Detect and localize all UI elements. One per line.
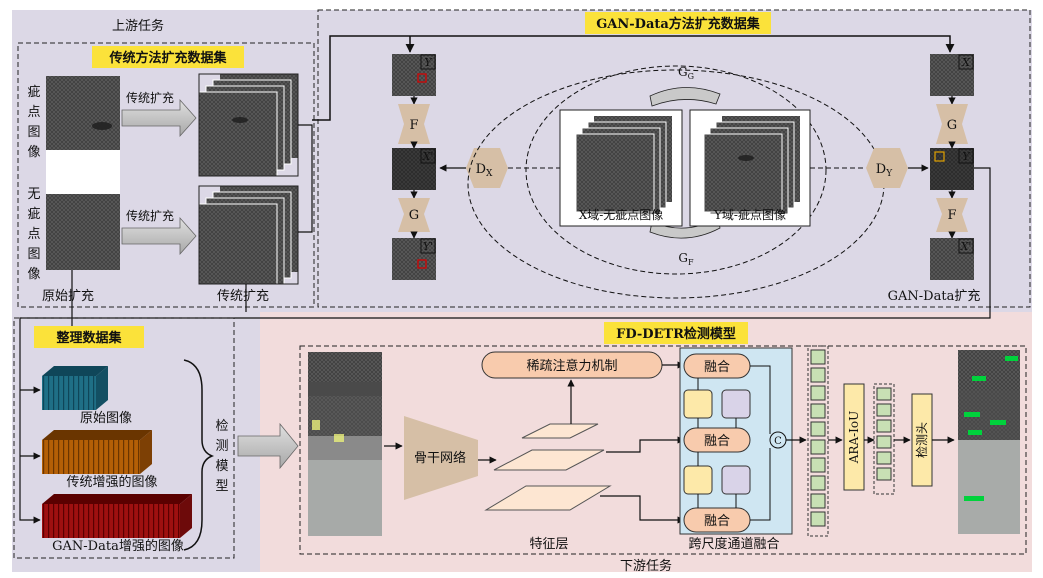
yellow-block-2 [684,466,712,494]
svg-text:融合: 融合 [704,514,730,529]
gan-title: GAN-Data方法扩充数据集 [596,16,761,32]
svg-text:无: 无 [27,187,40,202]
svg-text:传统扩充: 传统扩充 [126,208,174,223]
svg-text:稀疏注意力机制: 稀疏注意力机制 [526,358,617,374]
svg-text:传统扩充: 传统扩充 [126,90,174,105]
detection-head-block: 检测头 [912,394,932,486]
fusion-2: 融合 [684,428,750,452]
fusion-3: 融合 [684,508,750,532]
orig-caption: 原始扩充 [42,288,94,304]
token-column-1 [808,346,828,536]
downstream-title: 下游任务 [620,558,672,574]
svg-text:GAN-Data增强的图像: GAN-Data增强的图像 [52,538,184,554]
svg-text:原始图像: 原始图像 [80,411,132,426]
model-output-image [958,350,1020,534]
svg-text:ARA-IoU: ARA-IoU [847,411,861,465]
traditional-stack-nodefect [199,186,298,284]
svg-text:图: 图 [27,247,40,262]
trad-caption: 传统扩充 [217,288,269,304]
sparse-attention: 稀疏注意力机制 [482,352,662,378]
concat-node: C [770,432,786,448]
gan-right-mid-image: Y [930,148,974,190]
gan-left-bot-image: Y' [392,238,436,280]
svg-text:F: F [947,208,956,223]
lavender-block-2 [722,466,750,494]
svg-text:X域-无疵点图像: X域-无疵点图像 [579,207,664,222]
model-input-image [308,352,382,536]
upstream-title: 上游任务 [112,18,164,34]
gap-white [46,150,120,194]
svg-text:检测头: 检测头 [914,422,929,458]
svg-text:融合: 融合 [704,360,730,375]
svg-text:测: 测 [215,439,228,454]
svg-text:疵: 疵 [27,207,40,222]
gan-right-top-image: X [930,54,974,96]
nodefect-image-label: 无 疵 点 图 像 [27,187,40,282]
gan-left-mid-image: X' [392,148,436,190]
gan-right-bot-image: X' [930,238,974,280]
svg-text:X: X [961,56,971,69]
fusion-1: 融合 [684,354,750,378]
ara-iou-block: ARA-IoU [844,384,864,490]
defect-original-image [46,76,120,150]
svg-text:C: C [774,436,782,447]
domain-x-stack: X域-无疵点图像 [560,110,682,226]
svg-text:骨干网络: 骨干网络 [414,450,466,466]
domain-y-stack: Y域-疵点图像 [690,110,810,226]
svg-text:点: 点 [27,227,40,242]
lavender-block-1 [722,390,750,418]
svg-text:G: G [409,208,419,223]
svg-text:特征层: 特征层 [529,537,568,552]
model-title: FD-DETR检测模型 [616,326,736,342]
svg-text:型: 型 [215,479,228,494]
svg-text:Y': Y' [423,240,433,253]
svg-text:G: G [947,118,957,133]
gan-images-stack: GAN-Data增强的图像 [42,494,192,554]
svg-text:检: 检 [215,419,228,434]
dataset-title: 整理数据集 [55,330,122,346]
svg-text:图: 图 [27,125,40,140]
svg-text:传统增强的图像: 传统增强的图像 [66,474,157,490]
svg-text:F: F [409,118,418,133]
svg-text:像: 像 [27,267,40,282]
traditional-stack-defect [199,74,298,176]
svg-text:融合: 融合 [704,434,730,449]
cross-scale-label: 跨尺度通道融合 [688,536,779,552]
svg-text:模: 模 [215,459,228,474]
traditional-title: 传统方法扩充数据集 [108,50,227,66]
svg-text:X': X' [422,150,434,163]
disc-y: DY [866,148,908,188]
svg-text:疵: 疵 [27,85,40,100]
svg-text:Y域-疵点图像: Y域-疵点图像 [713,207,786,222]
disc-x: DX [466,148,508,188]
gan-left-top-image: Y [392,54,436,96]
yellow-block-1 [684,390,712,418]
token-column-2 [874,384,894,494]
svg-text:像: 像 [27,145,40,160]
nodefect-original-image [46,194,120,270]
svg-text:点: 点 [27,105,40,120]
defect-spot [92,122,112,130]
gan-caption: GAN-Data扩充 [888,288,981,304]
svg-text:X': X' [960,240,972,253]
